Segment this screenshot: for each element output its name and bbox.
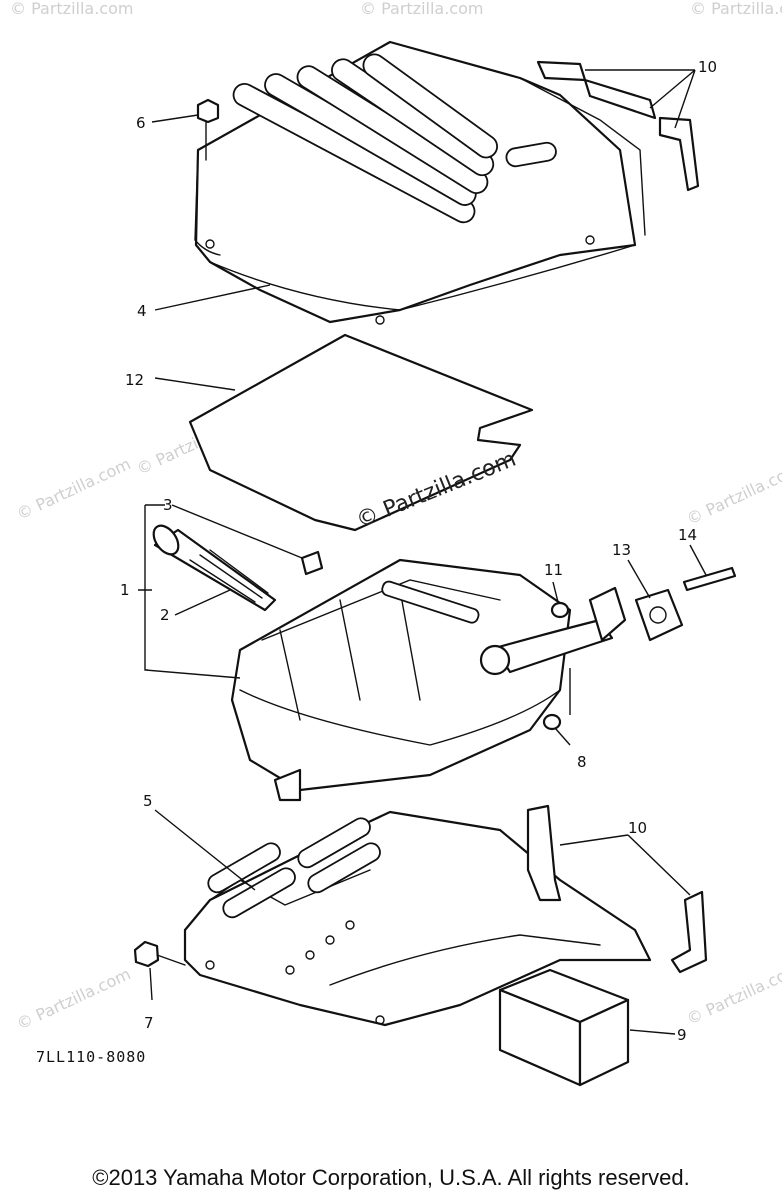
callout-2: 2	[160, 606, 170, 624]
foam-block	[498, 968, 630, 1087]
callout-11: 11	[544, 561, 563, 579]
top-cover	[194, 40, 646, 325]
filter-sheet	[188, 333, 534, 532]
watermark-faint: © Partzilla.com	[10, 0, 133, 18]
watermark-faint: © Partzilla.com	[14, 964, 134, 1033]
watermark-faint: © Partzilla.com	[684, 459, 782, 528]
callout-labels: 6 4 12 10 3 1 2 11 13 14 8 5 10 7 9	[120, 58, 717, 1044]
watermark-faint: © Partzilla.com	[360, 0, 483, 18]
callout-6: 6	[136, 114, 146, 132]
callout-8: 8	[577, 753, 587, 771]
callout-3: 3	[163, 496, 173, 514]
seal-strips-top	[536, 60, 700, 192]
callout-7: 7	[144, 1014, 154, 1032]
callout-9: 9	[677, 1026, 687, 1044]
screen-tube	[152, 524, 277, 612]
seal-strips-bottom	[526, 804, 708, 974]
plug	[300, 550, 324, 576]
nut-lower	[542, 713, 562, 731]
watermark-faint: © Partzilla.com	[684, 959, 782, 1028]
bolt-bottom	[133, 940, 186, 968]
nut-upper	[550, 601, 570, 619]
stud-bolt	[682, 566, 737, 592]
copyright-notice: ©2013 Yamaha Motor Corporation, U.S.A. A…	[92, 1165, 690, 1190]
callout-13: 13	[612, 541, 631, 559]
callout-5: 5	[143, 792, 153, 810]
watermark-faint: © Partzilla.com	[690, 0, 782, 18]
callout-10-top: 10	[698, 58, 717, 76]
bolt-top	[196, 98, 220, 161]
callout-14: 14	[678, 526, 697, 544]
exhaust-gasket	[634, 588, 684, 642]
callout-4: 4	[137, 302, 147, 320]
diagram-code: 7LL110-8080	[36, 1048, 147, 1066]
muffler-body	[230, 558, 627, 802]
watermark-faint: © Partzilla.com	[14, 454, 134, 523]
callout-12: 12	[125, 371, 144, 389]
callout-10-bottom: 10	[628, 819, 647, 837]
leader-lines	[138, 69, 707, 1035]
callout-1: 1	[120, 581, 130, 599]
